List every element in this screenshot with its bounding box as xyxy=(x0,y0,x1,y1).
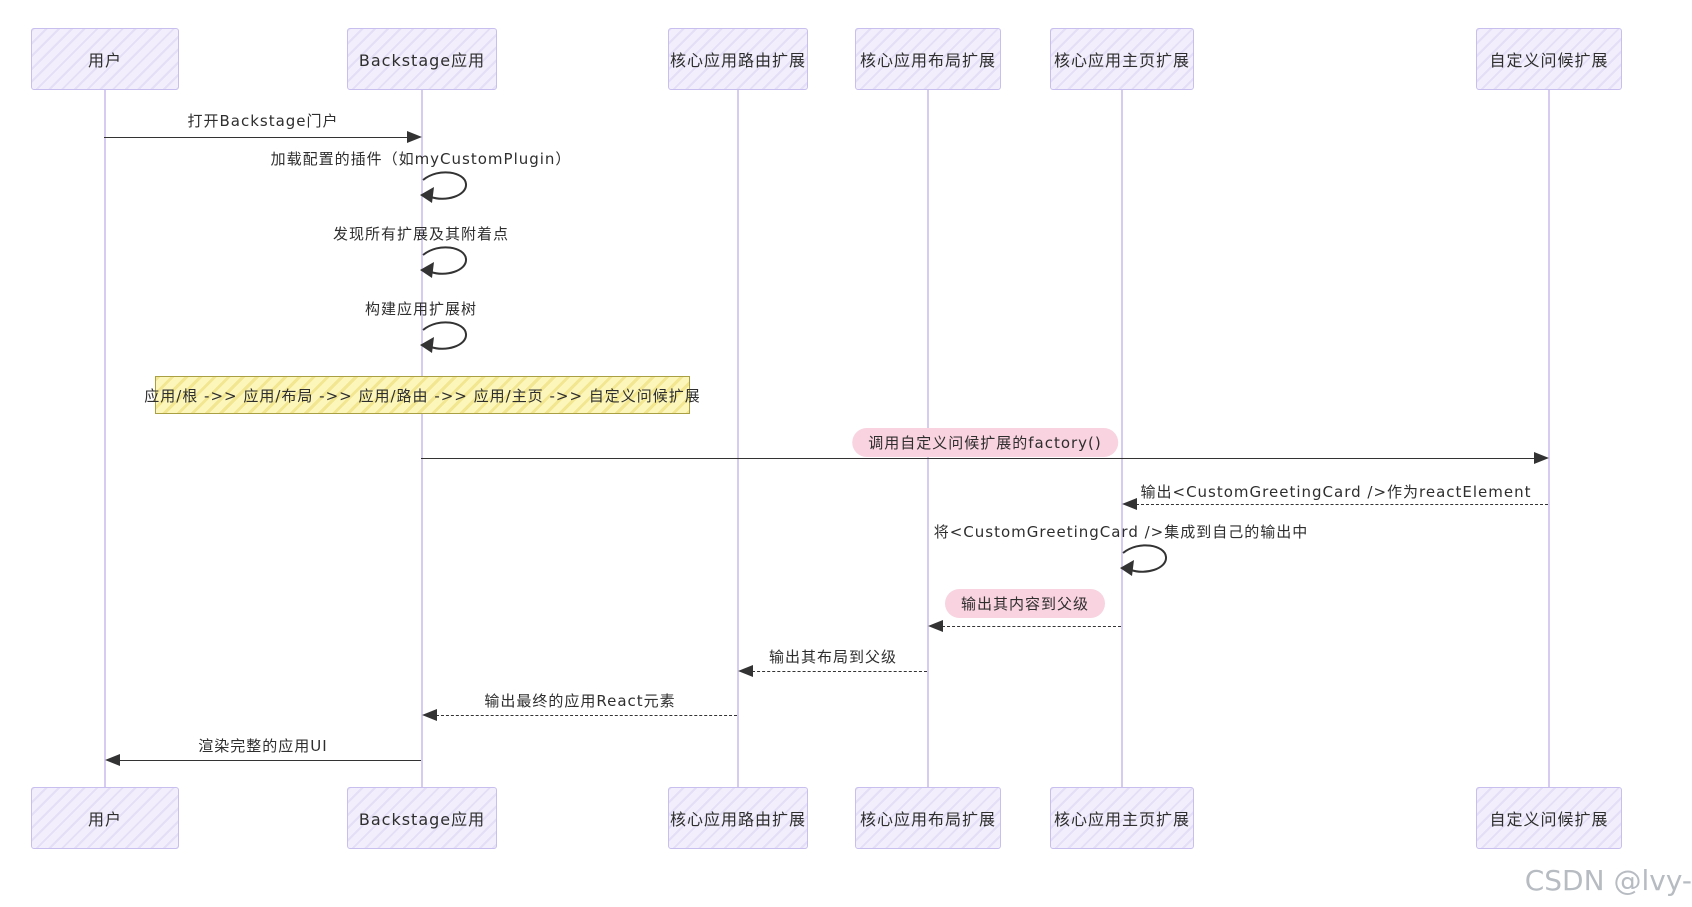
lifeline-backstage-app xyxy=(421,90,423,788)
actor-bottom-user: 用户 xyxy=(31,787,179,849)
self-loop-arrow-icon xyxy=(1120,544,1167,576)
note-text: 应用/根 ->> 应用/布局 ->> 应用/路由 ->> 应用/主页 ->> 自… xyxy=(144,386,701,405)
lifeline-core-route-ext xyxy=(737,90,739,788)
message-label: 加载配置的插件（如myCustomPlugin） xyxy=(270,150,572,168)
actor-label: 自定义问候扩展 xyxy=(1489,810,1609,829)
message-arrow xyxy=(1136,504,1548,505)
actor-label: Backstage应用 xyxy=(358,810,486,829)
actor-label: 核心应用布局扩展 xyxy=(859,810,996,829)
actor-bottom-core-layout-ext: 核心应用布局扩展 xyxy=(855,787,1001,849)
actor-label: 用户 xyxy=(87,51,122,70)
arrowhead-icon xyxy=(407,131,422,143)
message-arrow xyxy=(752,671,927,672)
actor-bottom-custom-greeting-ext: 自定义问候扩展 xyxy=(1476,787,1622,849)
message-label-highlight: 调用自定义问候扩展的factory() xyxy=(852,428,1118,457)
actor-bottom-core-route-ext: 核心应用路由扩展 xyxy=(668,787,808,849)
self-loop-arrow-icon xyxy=(420,171,467,203)
message-label: 输出最终的应用React元素 xyxy=(484,692,676,710)
message-arrow xyxy=(421,458,1534,459)
message-arrow xyxy=(436,715,737,716)
message-label-highlight: 输出其内容到父级 xyxy=(944,589,1106,618)
actor-top-custom-greeting-ext: 自定义问候扩展 xyxy=(1476,28,1622,90)
actor-top-core-route-ext: 核心应用路由扩展 xyxy=(668,28,808,90)
actor-top-backstage-app: Backstage应用 xyxy=(347,28,497,90)
message-label: 渲染完整的应用UI xyxy=(198,737,328,755)
message-label: 打开Backstage门户 xyxy=(187,112,339,130)
arrowhead-icon xyxy=(422,709,437,721)
actor-label: 核心应用主页扩展 xyxy=(1053,810,1190,829)
lifeline-user xyxy=(104,90,106,788)
arrowhead-icon xyxy=(1122,498,1137,510)
lifeline-core-home-ext xyxy=(1121,90,1123,788)
message-label: 输出其布局到父级 xyxy=(768,648,898,666)
actor-top-user: 用户 xyxy=(31,28,179,90)
message-arrow xyxy=(104,137,407,138)
message-label: 输出<CustomGreetingCard />作为reactElement xyxy=(1140,483,1532,501)
csdn-watermark: CSDN @lvy- xyxy=(1524,864,1692,897)
arrowhead-icon xyxy=(105,754,120,766)
lifeline-custom-greeting-ext xyxy=(1548,90,1550,788)
actor-label: 自定义问候扩展 xyxy=(1489,51,1609,70)
actor-label: Backstage应用 xyxy=(358,51,486,70)
note: 应用/根 ->> 应用/布局 ->> 应用/路由 ->> 应用/主页 ->> 自… xyxy=(144,376,700,414)
self-loop-arrow-icon xyxy=(420,321,467,353)
actor-top-core-home-ext: 核心应用主页扩展 xyxy=(1050,28,1194,90)
actor-bottom-core-home-ext: 核心应用主页扩展 xyxy=(1050,787,1194,849)
message-label: 构建应用扩展树 xyxy=(364,300,478,318)
actor-top-core-layout-ext: 核心应用布局扩展 xyxy=(855,28,1001,90)
actor-label: 核心应用路由扩展 xyxy=(669,810,806,829)
actor-label: 核心应用路由扩展 xyxy=(669,51,806,70)
arrowhead-icon xyxy=(928,620,943,632)
message-label: 将<CustomGreetingCard />集成到自己的输出中 xyxy=(933,523,1309,541)
actor-label: 核心应用主页扩展 xyxy=(1053,51,1190,70)
message-arrow xyxy=(119,760,421,761)
self-loop-arrow-icon xyxy=(420,246,467,278)
arrowhead-icon xyxy=(738,665,753,677)
actor-label: 核心应用布局扩展 xyxy=(859,51,996,70)
actor-label: 用户 xyxy=(87,810,122,829)
arrowhead-icon xyxy=(1534,452,1549,464)
message-label: 发现所有扩展及其附着点 xyxy=(332,225,510,243)
message-arrow xyxy=(942,626,1121,627)
actor-bottom-backstage-app: Backstage应用 xyxy=(347,787,497,849)
